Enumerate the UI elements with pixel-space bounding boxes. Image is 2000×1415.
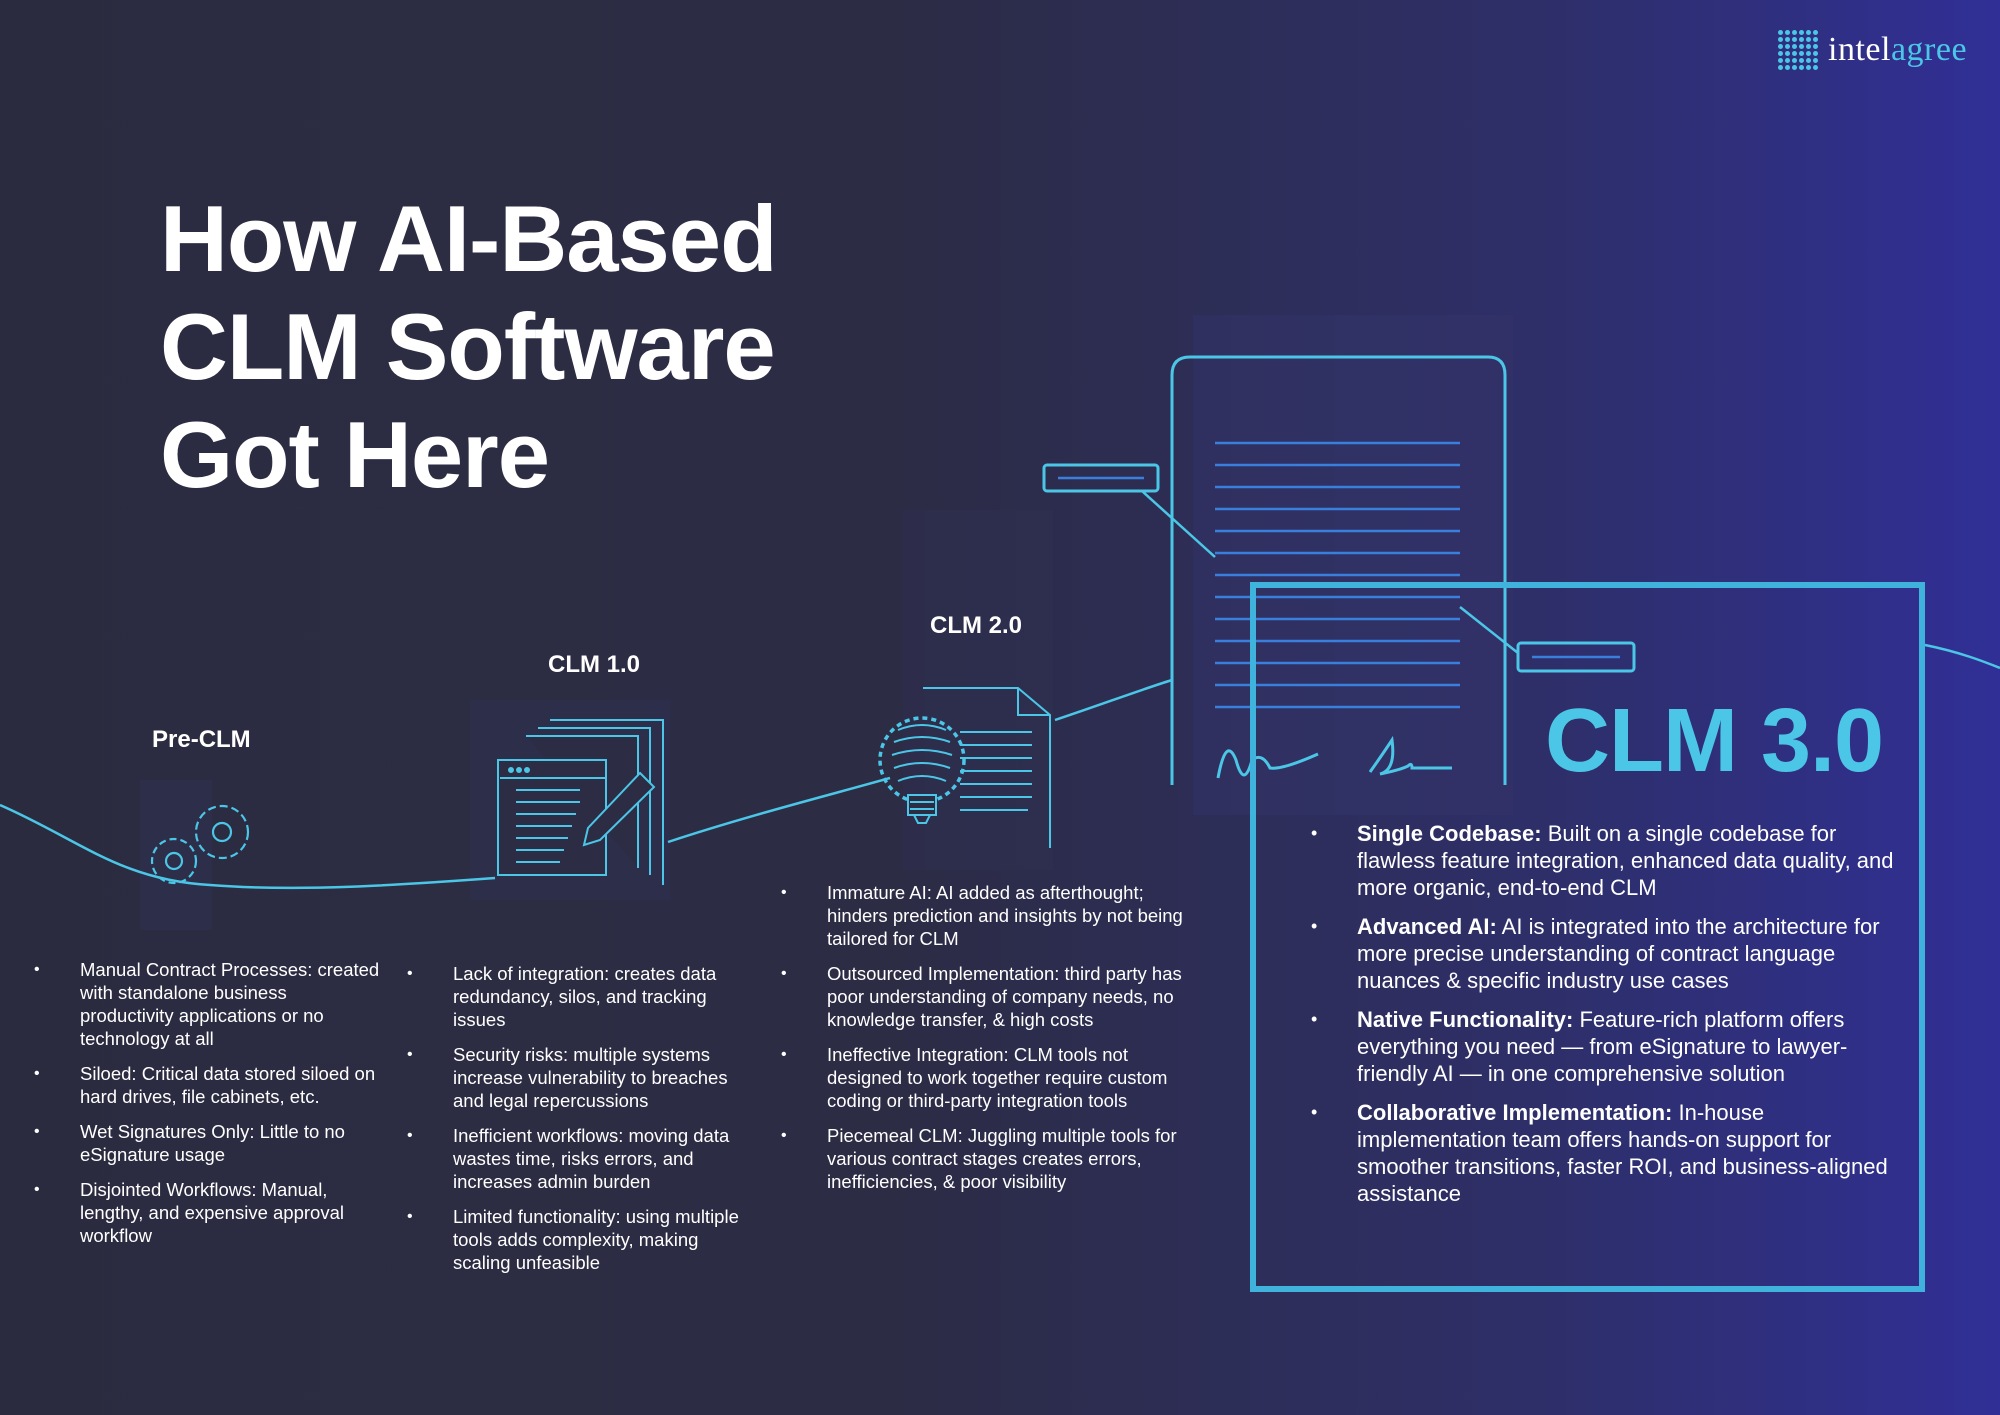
clm1-bullets: Lack of integration: creates data redund… xyxy=(407,962,758,1286)
bullet-text: Feature-rich platform offers everything … xyxy=(1357,1007,1848,1086)
list-item: Native Functionality: Feature-rich platf… xyxy=(1311,1006,1897,1087)
list-item: Siloed: Critical data stored siloed on h… xyxy=(34,1062,380,1108)
pre-clm-bullets: Manual Contract Processes: created with … xyxy=(34,958,380,1259)
timeline-curve-4 xyxy=(1924,643,2000,670)
list-item: Manual Contract Processes: created with … xyxy=(34,958,380,1050)
bullet-heading: Advanced AI: xyxy=(1357,914,1497,939)
page-title: How AI-Based CLM Software Got Here xyxy=(160,185,860,509)
lightbulb-document-icon xyxy=(878,687,1051,848)
logo-wordmark: intelagree xyxy=(1828,31,1968,68)
logo-dots-icon xyxy=(1778,30,1818,70)
list-item: Inefficient workflows: moving data waste… xyxy=(407,1124,758,1193)
list-item: Ineffective Integration: CLM tools not d… xyxy=(781,1043,1207,1112)
list-item: Piecemeal CLM: Juggling multiple tools f… xyxy=(781,1124,1207,1193)
timeline-curve-3 xyxy=(1054,678,1173,722)
list-item: Lack of integration: creates data redund… xyxy=(407,962,758,1031)
list-item: Collaborative Implementation: In-house i… xyxy=(1311,1099,1897,1207)
document-stack-pencil-icon xyxy=(497,719,664,885)
bullet-heading: Single Codebase: xyxy=(1357,821,1542,846)
clm3-bullets: Single Codebase: Built on a single codeb… xyxy=(1311,820,1897,1219)
list-item: Wet Signatures Only: Little to no eSigna… xyxy=(34,1120,380,1166)
bullet-heading: Collaborative Implementation: xyxy=(1357,1100,1673,1125)
title-line-2: CLM Software xyxy=(160,294,776,399)
clm2-bullets: Immature AI: AI added as afterthought; h… xyxy=(781,881,1207,1205)
list-item: Immature AI: AI added as afterthought; h… xyxy=(781,881,1207,950)
title-line-1: How AI-Based xyxy=(160,186,778,291)
bullet-text: Built on a single codebase for flawless … xyxy=(1357,821,1894,900)
clm3-title: CLM 3.0 xyxy=(1545,691,1884,791)
list-item: Security risks: multiple systems increas… xyxy=(407,1043,758,1112)
pre-clm-panel xyxy=(140,780,212,930)
list-item: Advanced AI: AI is integrated into the a… xyxy=(1311,913,1897,994)
list-item: Disjointed Workflows: Manual, lengthy, a… xyxy=(34,1178,380,1247)
timeline-curve-2 xyxy=(667,776,891,844)
list-item: Outsourced Implementation: third party h… xyxy=(781,962,1207,1031)
list-item: Single Codebase: Built on a single codeb… xyxy=(1311,820,1897,901)
stage-label-clm1: CLM 1.0 xyxy=(548,651,641,678)
stage-label-clm2: CLM 2.0 xyxy=(930,612,1023,639)
list-item: Limited functionality: using multiple to… xyxy=(407,1205,758,1274)
clm3-highlight-box xyxy=(1250,582,1925,1292)
bullet-text: AI is integrated into the architecture f… xyxy=(1357,914,1880,993)
gears-icon xyxy=(150,804,250,885)
bullet-heading: Native Functionality: xyxy=(1357,1007,1574,1032)
bullet-text: In-house implementation team offers hand… xyxy=(1357,1100,1888,1206)
clm3-panel xyxy=(1193,315,1513,815)
intelagree-logo[interactable]: intelagree xyxy=(1778,30,1967,70)
timeline-curve-1 xyxy=(0,803,496,890)
stage-label-pre-clm: Pre-CLM xyxy=(152,726,251,753)
title-line-3: Got Here xyxy=(160,402,550,507)
